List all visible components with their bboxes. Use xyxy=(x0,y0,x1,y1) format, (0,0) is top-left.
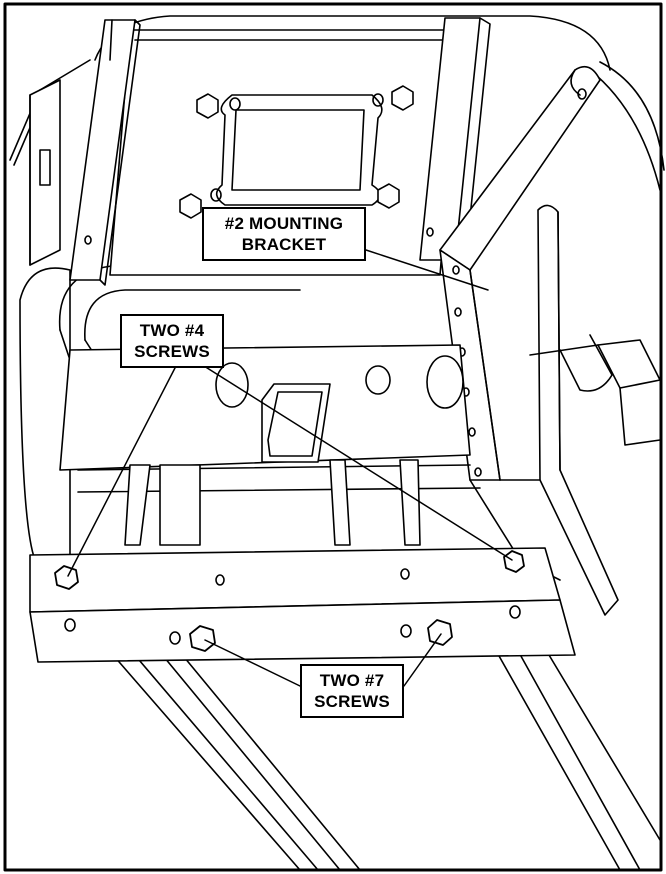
four-screws-label-line1: TWO #4 xyxy=(139,321,205,340)
mounting-bracket-label-line2: BRACKET xyxy=(241,235,327,254)
left-housing xyxy=(19,79,71,561)
seven-screws-label-line2: SCREWS xyxy=(314,692,390,711)
four-screws-label-line2: SCREWS xyxy=(134,342,210,361)
four-screws-label: TWO #4 SCREWS xyxy=(120,314,224,368)
seven-screws-label-line1: TWO #7 xyxy=(319,671,385,690)
figure-border xyxy=(3,2,663,872)
seven-screws xyxy=(189,619,453,652)
leader-lines xyxy=(67,249,513,687)
left-post xyxy=(69,19,141,286)
lower-rails xyxy=(99,639,661,871)
four-screws xyxy=(54,550,525,590)
mounting-bracket-label-line1: #2 MOUNTING xyxy=(224,214,344,233)
right-tube xyxy=(529,339,661,446)
mounting-bracket-label: #2 MOUNTING BRACKET xyxy=(202,207,366,261)
lower-deck xyxy=(59,344,481,493)
crossbar xyxy=(29,547,576,663)
seven-screws-label: TWO #7 SCREWS xyxy=(300,664,404,718)
struts xyxy=(124,459,421,546)
mounting-plate xyxy=(109,29,461,276)
